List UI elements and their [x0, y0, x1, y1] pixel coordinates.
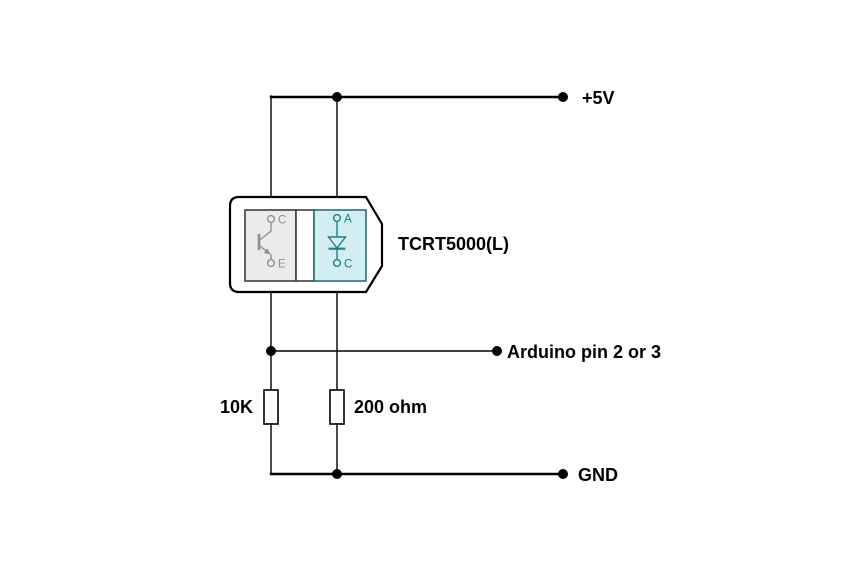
component-label: TCRT5000(L) [398, 234, 509, 254]
resistor-10k [263, 389, 279, 425]
vcc-terminal-dot [558, 92, 568, 102]
anode-label: A [344, 214, 352, 226]
tcrt5000-component: C E A C [228, 195, 384, 294]
arduino-output-line [266, 346, 502, 356]
vcc-rail [269, 92, 568, 102]
led-cell [313, 209, 367, 282]
vcc-label: +5V [582, 88, 615, 108]
gnd-junction-dot [332, 469, 342, 479]
collector-lead [260, 222, 272, 241]
gnd-rail [269, 469, 568, 479]
emitter-arrow-icon [263, 248, 271, 255]
resistor-200ohm [329, 389, 345, 425]
cathode-terminal [332, 258, 342, 268]
resistor-200ohm-label: 200 ohm [354, 397, 427, 417]
resistor-10k-body [263, 389, 279, 425]
emitter-label: E [278, 259, 286, 271]
resistor-200ohm-body [329, 389, 345, 425]
emitter-lead [259, 244, 267, 252]
collector-label: C [278, 215, 286, 227]
gnd-label: GND [578, 465, 618, 485]
output-junction-dot [266, 346, 276, 356]
gap-cell [295, 209, 315, 282]
ir-led-symbol: A C [327, 213, 352, 271]
output-terminal-dot [492, 346, 502, 356]
anode-terminal [332, 213, 342, 223]
arduino-pin-label: Arduino pin 2 or 3 [507, 342, 661, 362]
gnd-terminal-dot [558, 469, 568, 479]
emitter-terminal [266, 258, 276, 268]
resistor-10k-label: 10K [220, 397, 253, 417]
cathode-label: C [344, 259, 352, 271]
collector-terminal [266, 214, 276, 224]
diode-triangle-icon [327, 236, 347, 250]
phototransistor-symbol: C E [257, 214, 286, 271]
